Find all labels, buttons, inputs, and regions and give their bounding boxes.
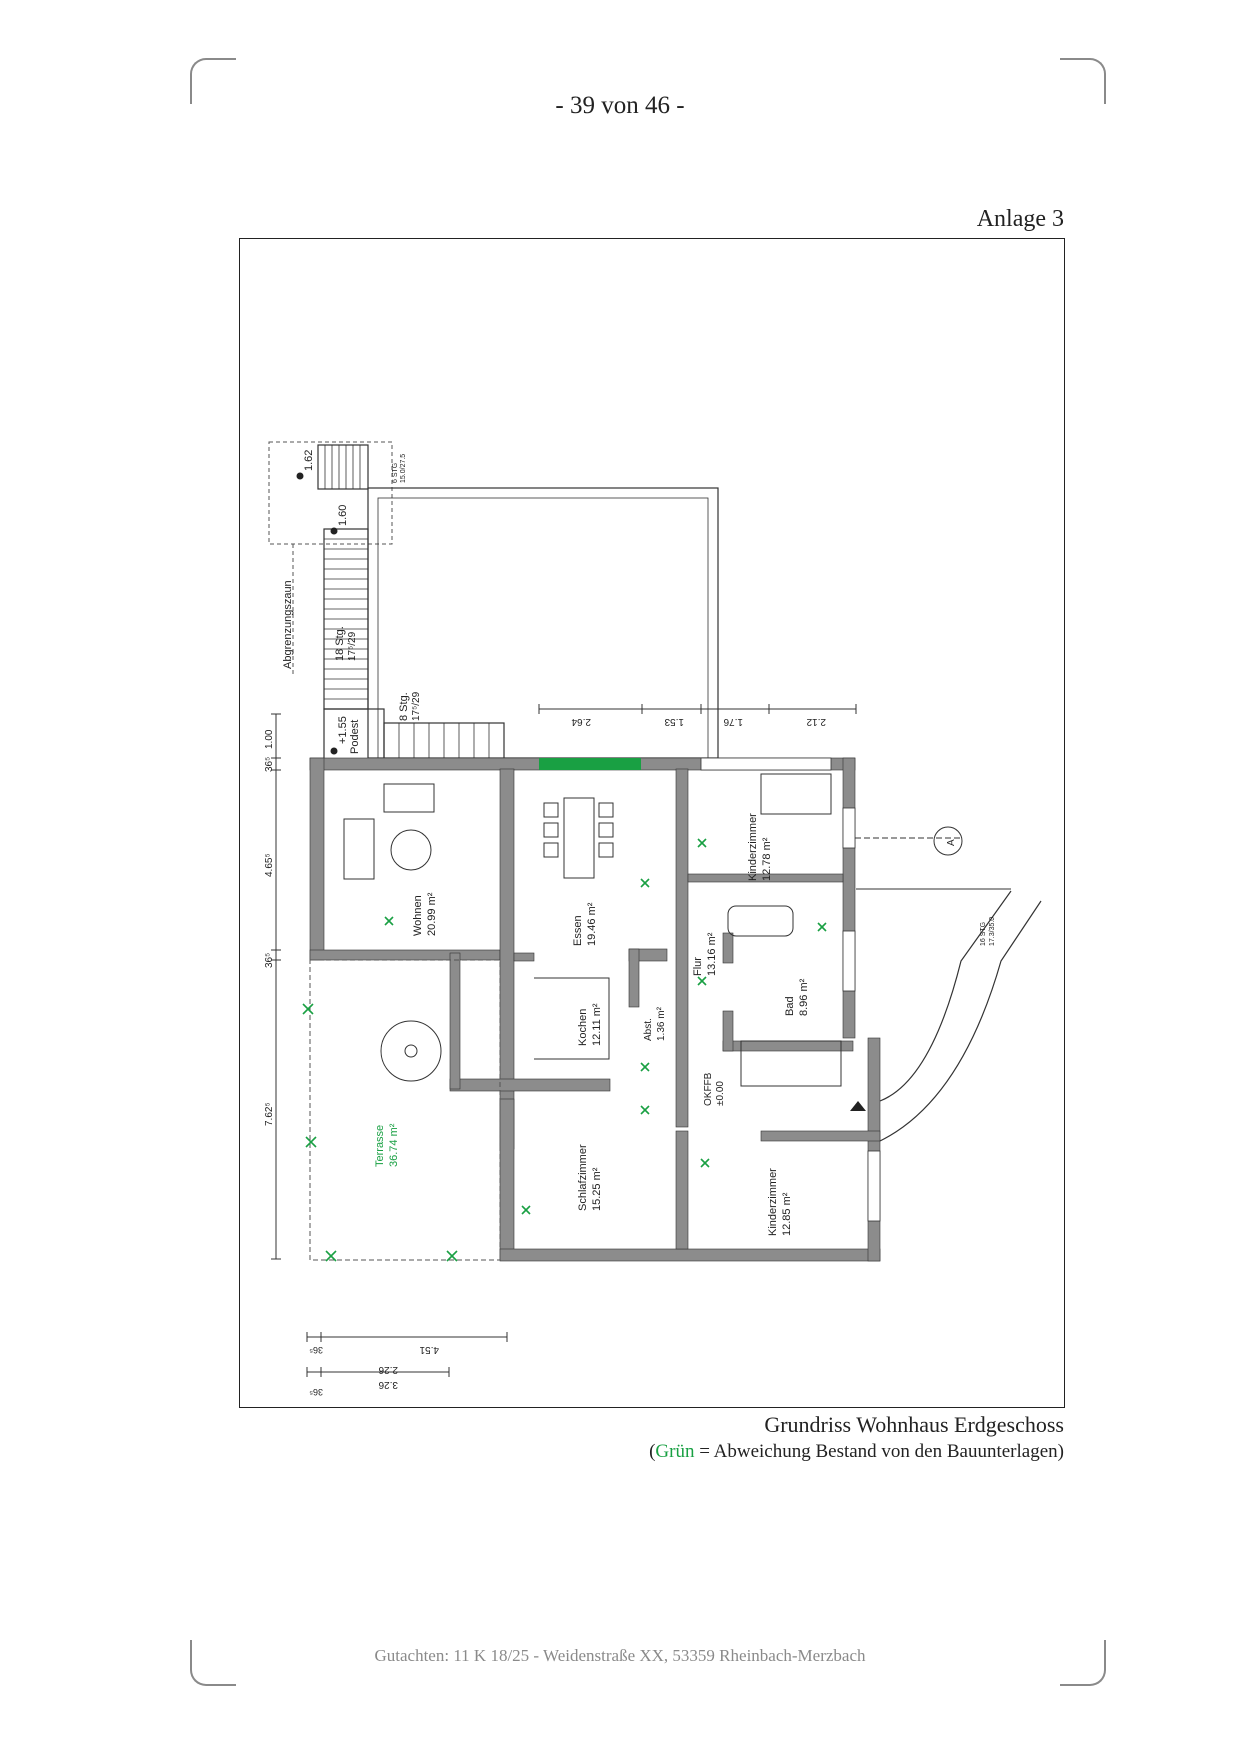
room-wohnen-label: Wohnen (412, 895, 424, 936)
room-schlaf-area: 15.25 m² (591, 1167, 603, 1211)
page-number: - 39 von 46 - (555, 92, 685, 119)
room-kinder1-label: Kinderzimmer (747, 813, 759, 881)
dim-top-176: 1.76 (723, 716, 743, 727)
level-160-label: 1.60 (337, 505, 349, 526)
spiral-stair-icon (380, 1020, 442, 1082)
corner-mark-top-left (190, 58, 236, 104)
dim-bottom-226: 2.26 (378, 1364, 398, 1375)
level-marker-155 (330, 747, 338, 755)
outdoor-stair-16 (879, 900, 1042, 1142)
corner-mark-bottom-right (1060, 1640, 1106, 1686)
okffb-label: OKFFB (703, 1072, 714, 1106)
room-kinder2-area: 12.85 m² (781, 1192, 793, 1236)
stairs-16-dim: 17.3/35.0 (989, 917, 996, 946)
dim-bottom-326: 3.26 (378, 1379, 398, 1390)
stairs-18-dim: 17⁵/29 (347, 631, 358, 661)
sofa-icon (383, 783, 435, 813)
bathtub-icon (727, 905, 794, 937)
level-marker-162 (296, 472, 304, 480)
room-flur-label: Flur (692, 957, 704, 976)
room-bad-area: 8.96 m² (798, 978, 810, 1016)
okffb-level: ±0.00 (715, 1081, 726, 1106)
plan-legend: (Grün = Abweichung Bestand von den Bauun… (649, 1441, 1064, 1463)
annex-label: Anlage 3 (976, 206, 1064, 232)
stairs-6-label: 6 STG (392, 463, 399, 483)
dim-left-36a: 36⁵ (264, 757, 275, 772)
deviation-marks (302, 838, 827, 1262)
upper-yard-inner (377, 497, 709, 759)
fence-outline-top (268, 441, 393, 545)
floorplan-frame: Wohnen 20.99 m² Essen 19.46 m² Kochen 12… (239, 238, 1065, 1408)
stair-6-outline (317, 444, 369, 490)
inner-stair-icon (740, 1040, 842, 1087)
room-kinder2-label: Kinderzimmer (767, 1168, 779, 1236)
room-kochen-label: Kochen (577, 1009, 589, 1046)
level-marker-160 (330, 527, 338, 535)
entrance-arrow-icon (850, 1101, 866, 1111)
room-kinder1-area: 12.78 m² (761, 837, 773, 881)
armchair-icon (343, 818, 375, 880)
stairs-18-label: 18 Stg. (334, 626, 346, 661)
room-essen-label: Essen (572, 915, 584, 946)
corner-mark-bottom-left (190, 1640, 236, 1686)
legend-open: ( (649, 1441, 656, 1462)
level-155-label: +1.55 (337, 716, 349, 744)
legend-rest: = Abweichung Bestand von den Bauunterlag… (694, 1441, 1064, 1462)
deviation-wall-segment (539, 758, 641, 770)
section-mark-label: A (946, 839, 957, 846)
section-mark-icon (933, 826, 963, 856)
dim-top-264: 2.64 (571, 716, 591, 727)
floorplan-drawing: Wohnen 20.99 m² Essen 19.46 m² Kochen 12… (264, 441, 1042, 1397)
dim-left-762: 7.62⁵ (264, 1102, 275, 1126)
room-essen-area: 19.46 m² (586, 902, 598, 946)
dim-left-36b: 36⁵ (264, 953, 275, 968)
legend-green-word: Grün (655, 1441, 695, 1462)
room-abst-area: 1.36 m² (656, 1006, 667, 1041)
room-bad-label: Bad (784, 996, 796, 1016)
kitchen-counter (534, 977, 610, 1060)
room-terrasse-area: 36.74 m² (388, 1123, 400, 1167)
table-round-icon (390, 829, 432, 871)
dim-bottom-36a: 36⁵ (309, 1345, 323, 1355)
level-162-label: 1.62 (303, 450, 315, 471)
bed-icon (760, 773, 832, 815)
dim-top-212: 2.12 (806, 716, 826, 727)
room-terrasse-label: Terrasse (374, 1125, 386, 1167)
stairs-16-label: 16 STG (980, 922, 987, 946)
page-footer: Gutachten: 11 K 18/25 - Weidenstraße XX,… (374, 1646, 866, 1665)
room-schlaf-label: Schlafzimmer (577, 1144, 589, 1211)
dim-left-465: 4.65⁵ (264, 853, 275, 877)
corner-mark-top-right (1060, 58, 1106, 104)
plan-caption: Grundriss Wohnhaus Erdgeschoss (764, 1412, 1064, 1437)
terrace-outline (309, 959, 501, 1261)
stairs-6-dim: 15.0/27.5 (400, 454, 407, 483)
room-abst-label: Abst. (643, 1018, 654, 1041)
stairs-8-dim: 17⁵/29 (411, 691, 422, 721)
room-wohnen-area: 20.99 m² (426, 892, 438, 936)
stairs-8-label: 8 Stg. (398, 692, 410, 721)
dining-table-icon (563, 797, 595, 879)
fence-label: Abgrenzungszaun (282, 580, 294, 669)
podest-label: Podest (349, 720, 361, 754)
dim-bottom-36b: 36⁵ (309, 1387, 323, 1397)
dim-left-100: 1.00 (264, 729, 275, 749)
dim-top-153: 1.53 (664, 716, 684, 727)
room-flur-area: 13.16 m² (706, 932, 718, 976)
room-kochen-area: 12.11 m² (591, 1003, 603, 1046)
dim-bottom-451: 4.51 (419, 1344, 439, 1355)
